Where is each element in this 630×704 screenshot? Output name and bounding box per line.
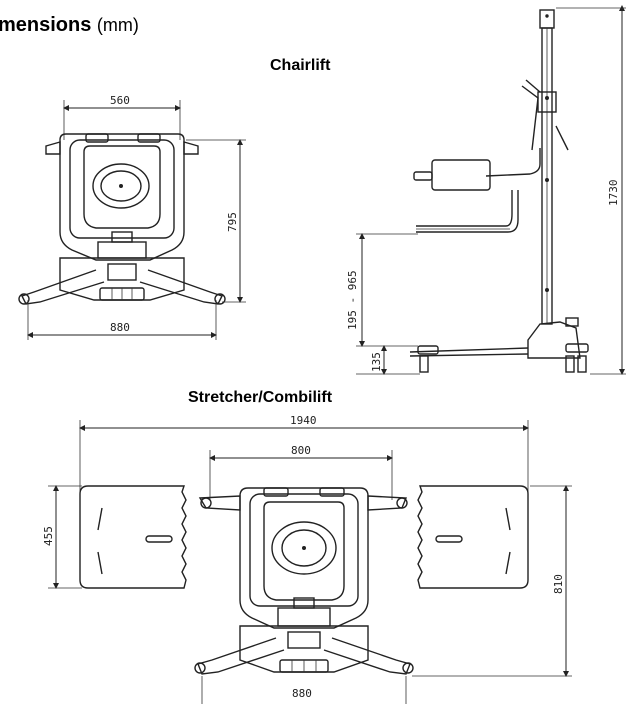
page-title-text: mensions: [0, 14, 92, 36]
dim-label-135: 135: [370, 352, 383, 372]
dim-label-795: 795: [226, 212, 239, 232]
chairlift-top-view: 560 880 795: [18, 94, 246, 340]
chairlift-side-view: 1730 195 - 965 135: [346, 4, 626, 375]
dim-label-455: 455: [42, 526, 55, 546]
page-title: mensions (mm): [0, 14, 139, 37]
page-title-unit: (mm): [96, 15, 139, 35]
dim-label-seat-range: 195 - 965: [346, 270, 359, 330]
dim-label-800: 800: [291, 444, 311, 457]
dim-label-810: 810: [552, 574, 565, 594]
dim-label-880-bottom: 880: [292, 687, 312, 700]
dim-label-560: 560: [110, 94, 130, 107]
dim-label-1940: 1940: [290, 414, 317, 427]
stretcher-heading: Stretcher/Combilift: [188, 389, 333, 406]
dim-label-1730: 1730: [607, 180, 620, 207]
chairlift-heading: Chairlift: [270, 57, 331, 74]
stretcher-top-view: 1940 800: [42, 414, 572, 704]
dim-label-880-top: 880: [110, 321, 130, 334]
